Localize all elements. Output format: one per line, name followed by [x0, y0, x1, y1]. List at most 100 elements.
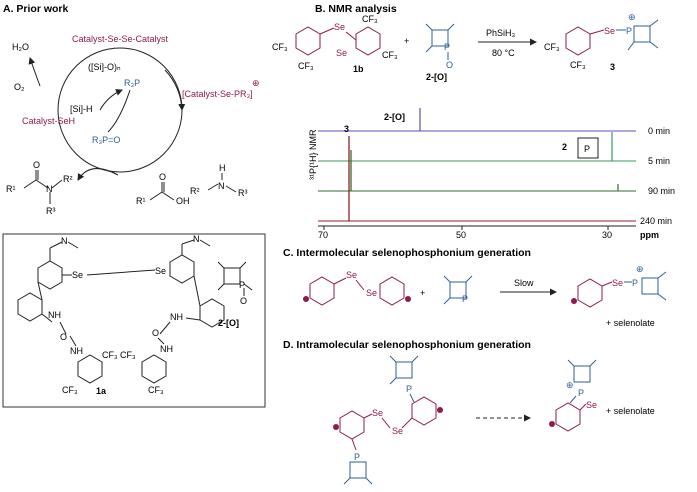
panel-b: B. NMR analysis Se Se CF₃ CF₃ CF₃ CF₃ 1b… — [272, 3, 675, 240]
amide-n: N — [46, 184, 53, 194]
b-oxide-label: 2-[O] — [426, 72, 447, 82]
c-arrow-label: Slow — [514, 278, 534, 288]
x-tick-50: 50 — [456, 230, 466, 240]
panel-d: D. Intramolecular selenophosphonium gene… — [283, 339, 655, 485]
peak-phosphine-structure — [577, 137, 599, 159]
product-3-phosphetane — [633, 25, 651, 43]
amine-h: H — [219, 163, 226, 173]
box-phosphetane-ring — [223, 267, 241, 285]
panel-a: A. Prior work Catalyst-Se-Se-Catalyst H₂… — [3, 3, 260, 216]
right-aryl-ring — [169, 254, 195, 284]
nh-2: NH — [70, 346, 83, 356]
compound-1a-label: 1a — [96, 386, 107, 396]
phosphine: R₃P — [124, 78, 140, 88]
acid-o: O — [159, 172, 166, 182]
peak-product-label: 3 — [344, 124, 349, 134]
amide-r2: R² — [63, 174, 73, 184]
cf3-2: CF₃ — [62, 385, 78, 395]
d-left-dot — [333, 424, 339, 430]
c-right-ring — [379, 276, 405, 306]
silane: [Si]-H — [70, 104, 93, 114]
b-cf3-2: CF₃ — [298, 61, 314, 71]
water: H₂O — [12, 42, 29, 52]
d-product-dot — [549, 421, 555, 427]
siloxane: ([Si]-O)ₙ — [88, 62, 121, 72]
catalyst-box: N Se Se N NH O NH NH O NH CF₃ CF₃ CF₃ — [2, 233, 266, 408]
d-right-ring — [411, 396, 437, 426]
nmr-spectra: ³¹P{¹H} NMR 2-[O] 2 P 3 70 50 30 ppm 0 m… — [308, 108, 675, 240]
d-left-ring — [339, 410, 365, 440]
left-se: Se — [72, 270, 83, 280]
right-se: Se — [155, 266, 166, 276]
cf3-1: CF₃ — [102, 350, 118, 360]
amine-r3: R³ — [238, 188, 248, 198]
d-upper-p: P — [406, 384, 412, 394]
oxide-arrow — [107, 89, 131, 133]
c-phosphine-p: P — [462, 294, 468, 304]
right-cf3-ring — [141, 354, 167, 384]
catalyst-dimer: Catalyst-Se-Se-Catalyst — [72, 34, 169, 44]
b-cf3-3: CF₃ — [362, 14, 378, 24]
c-right-dot — [405, 296, 411, 302]
b-oxide-o: O — [446, 60, 453, 70]
acid-oh: OH — [176, 196, 190, 206]
b-cf3-6: CF₃ — [570, 60, 586, 70]
cycle-arrow — [164, 69, 186, 111]
left-n: N — [61, 236, 68, 246]
time-label-90: 90 min — [648, 186, 675, 196]
nh-4: NH — [160, 344, 173, 354]
c-left-ring — [309, 276, 335, 306]
amide-arrow — [77, 168, 119, 181]
c-left-dot — [303, 296, 309, 302]
c-product-ring — [577, 278, 603, 308]
c-product-phosphetane — [641, 277, 659, 295]
nh-3: NH — [170, 312, 183, 322]
selenol: Catalyst-SeH — [22, 116, 75, 126]
oxygen-arrow — [28, 57, 41, 87]
box-oxide-p: P — [239, 280, 245, 290]
c-byproduct: + selenolate — [606, 318, 655, 328]
panel-b-header: B. NMR analysis — [315, 3, 397, 15]
d-product-p: P — [578, 388, 584, 398]
c-phosphetane — [449, 281, 467, 299]
peak-phosphine-label: 2 — [562, 142, 567, 152]
phosphine-oxide: R₃P=O — [92, 135, 120, 145]
c-product-p: P — [632, 278, 638, 288]
b-cf3-1: CF₃ — [272, 42, 288, 52]
panel-c-header: C. Intermolecular selenophosphonium gene… — [283, 247, 531, 259]
left-aryl-ring — [37, 260, 63, 290]
urea-o-1: O — [60, 332, 67, 342]
nmr-y-axis-label: ³¹P{¹H} NMR — [308, 129, 318, 180]
nh-1: NH — [48, 310, 61, 320]
time-label-5: 5 min — [648, 156, 670, 166]
cf3-4: CF₃ — [148, 385, 164, 395]
amide-r3: R³ — [46, 206, 56, 216]
d-lower-p: P — [354, 452, 360, 462]
b-reagent: PhSiH₃ — [486, 28, 516, 38]
product-3-ring — [565, 26, 591, 56]
amine-r2: R² — [190, 186, 200, 196]
c-se-2: Se — [366, 288, 377, 298]
time-label-240: 240 min — [640, 216, 672, 226]
peak-oxide-label: 2-[O] — [384, 112, 405, 122]
b-plus: + — [404, 36, 409, 46]
d-byproduct: + selenolate — [606, 406, 655, 416]
peak-phosphine-p: P — [584, 144, 590, 154]
c-se-1: Se — [346, 270, 357, 280]
product-3-se: Se — [604, 26, 615, 36]
x-tick-70: 70 — [318, 230, 328, 240]
acid-structure: R¹ O OH — [136, 172, 190, 206]
d-product-phosphetane — [573, 365, 591, 383]
diselenide-right-ring — [355, 26, 381, 56]
b-oxide-p: P — [444, 42, 450, 52]
d-product-charge: ⊕ — [566, 380, 574, 390]
box-oxide-label: 2-[O] — [218, 318, 239, 328]
panel-d-header: D. Intramolecular selenophosphonium gene… — [283, 339, 531, 351]
b-phosphetane-ring — [431, 29, 449, 47]
product-3-p: P — [626, 26, 632, 36]
left-phenyl-ring — [17, 292, 43, 322]
acid-r1: R¹ — [136, 196, 146, 206]
panel-a-header: A. Prior work — [3, 3, 69, 15]
d-lower-phosphetane — [349, 461, 367, 479]
